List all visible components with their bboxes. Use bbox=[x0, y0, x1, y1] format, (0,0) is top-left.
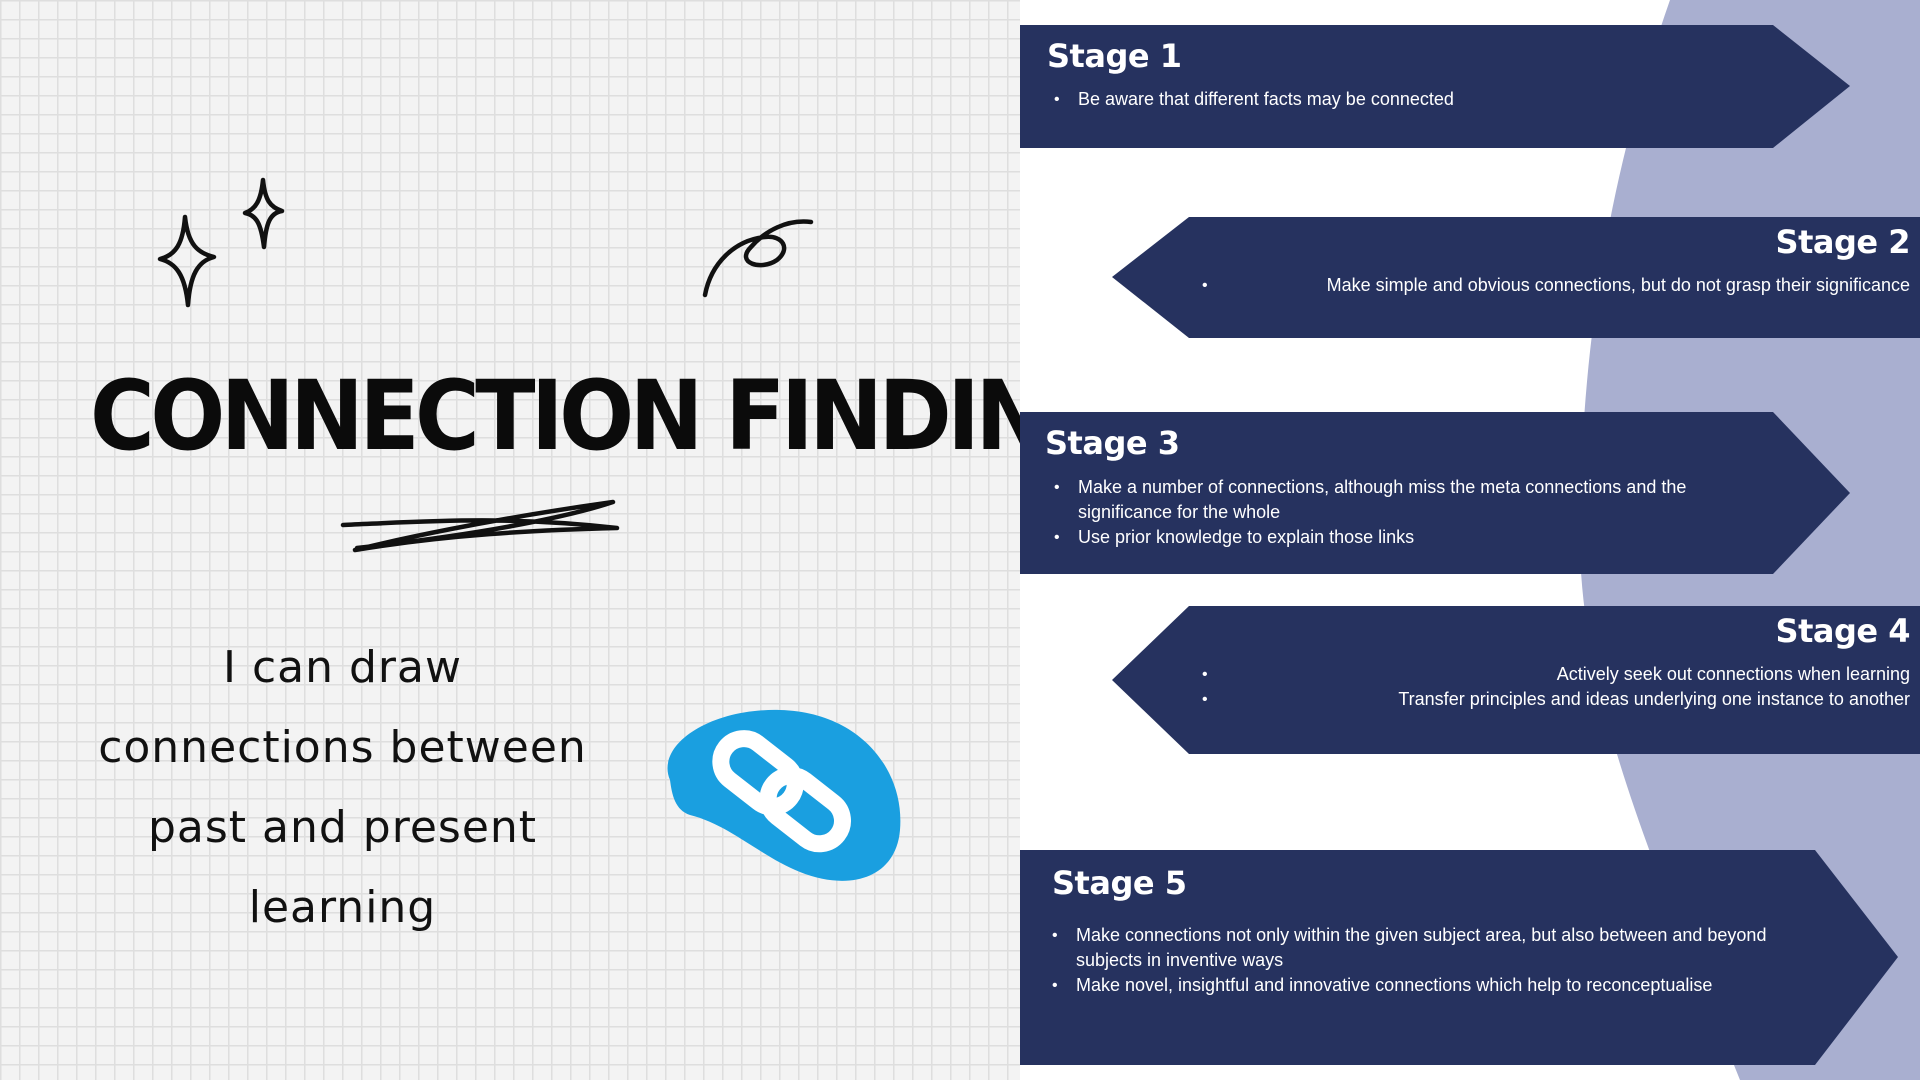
statement-line: connections between bbox=[98, 722, 587, 773]
statement-line: I can draw bbox=[223, 642, 462, 693]
stage-2-card: Stage 2 • Make simple and obvious connec… bbox=[1112, 217, 1920, 338]
stage-3-card: Stage 3 Make a number of connections, al… bbox=[1020, 412, 1850, 574]
stage-bullet: Make a number of connections, although m… bbox=[1050, 475, 1750, 525]
stage-title: Stage 4 bbox=[1775, 612, 1911, 650]
page-title: CONNECTION FINDING bbox=[90, 360, 1020, 472]
stage-bullet: Make novel, insightful and innovative co… bbox=[1048, 973, 1808, 998]
stage-title: Stage 2 bbox=[1775, 223, 1911, 261]
stage-bullet: Use prior knowledge to explain those lin… bbox=[1050, 525, 1750, 550]
bullet-text: Actively seek out connections when learn… bbox=[1556, 664, 1910, 684]
stage-bullet: Make connections not only within the giv… bbox=[1048, 923, 1808, 973]
stage-bullets: • Actively seek out connections when lea… bbox=[1202, 662, 1910, 712]
stage-4-card: Stage 4 • Actively seek out connections … bbox=[1112, 606, 1920, 754]
left-panel: CONNECTION FINDING I can draw connection… bbox=[0, 0, 1020, 1080]
stage-bullet: Be aware that different facts may be con… bbox=[1050, 87, 1770, 112]
stage-bullets: • Make simple and obvious connections, b… bbox=[1202, 273, 1910, 298]
stage-bullets: Be aware that different facts may be con… bbox=[1050, 87, 1770, 112]
link-chain-icon bbox=[667, 709, 901, 881]
stage-1-card: Stage 1 Be aware that different facts ma… bbox=[1020, 25, 1850, 148]
swirl-doodle-icon bbox=[702, 219, 814, 298]
arrow-shape bbox=[1112, 606, 1920, 754]
stage-title: Stage 5 bbox=[1052, 864, 1187, 902]
statement-line: learning bbox=[248, 882, 437, 933]
bullet-text: Transfer principles and ideas underlying… bbox=[1398, 689, 1910, 709]
stage-bullet: • Make simple and obvious connections, b… bbox=[1202, 275, 1910, 295]
arrow-shape bbox=[1112, 217, 1920, 338]
stage-bullet: • Transfer principles and ideas underlyi… bbox=[1202, 689, 1910, 709]
stage-title: Stage 1 bbox=[1047, 37, 1182, 75]
stage-bullets: Make connections not only within the giv… bbox=[1048, 923, 1808, 998]
learning-statement: I can draw connections between past and … bbox=[95, 628, 590, 948]
stages-panel: Stage 1 Be aware that different facts ma… bbox=[1020, 0, 1920, 1080]
statement-line: past and present bbox=[147, 802, 538, 853]
stage-5-card: Stage 5 Make connections not only within… bbox=[1020, 850, 1898, 1065]
scribble-underline-icon bbox=[340, 499, 620, 553]
sparkle-icon bbox=[157, 177, 285, 308]
stage-bullet: • Actively seek out connections when lea… bbox=[1202, 664, 1910, 684]
bullet-text: Make simple and obvious connections, but… bbox=[1326, 275, 1910, 295]
stage-bullets: Make a number of connections, although m… bbox=[1050, 475, 1750, 550]
stage-title: Stage 3 bbox=[1045, 424, 1180, 462]
